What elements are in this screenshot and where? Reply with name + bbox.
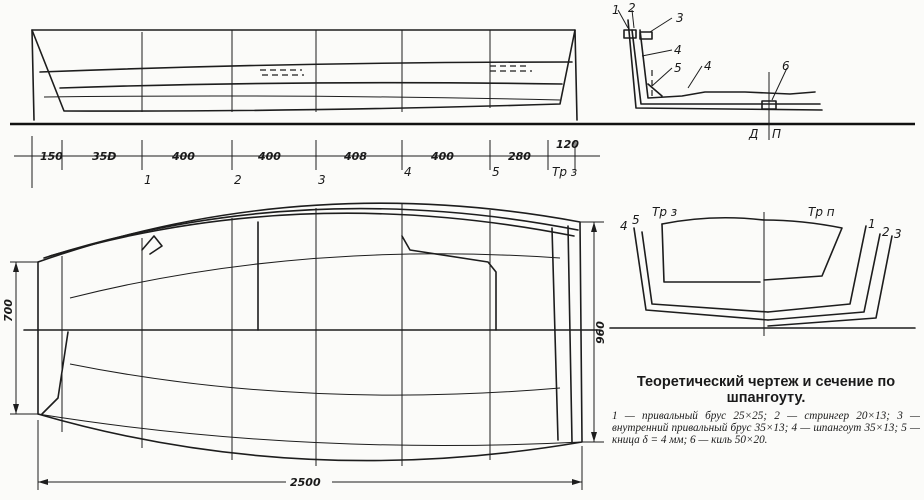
section-mark-4b: 4 (704, 59, 712, 73)
section-mark-3: 3 (676, 11, 684, 25)
body-frame-trp (763, 219, 843, 281)
waterline-2 (69, 363, 561, 396)
station-number-2: 2 (234, 173, 242, 187)
spacing-label-2: 35D (92, 150, 116, 163)
knee-plate (647, 83, 663, 97)
bottom-mark-p: П (772, 127, 781, 141)
frame-line (639, 29, 816, 99)
body-label-3: 3 (894, 227, 902, 241)
body-frame-trz (661, 223, 761, 283)
body-plan: 4 5 Тр з Тр п 1 2 3 (609, 205, 916, 336)
spacing-label-6: 400 (430, 150, 454, 163)
bow-diagonal (41, 331, 69, 415)
breasthook (141, 235, 163, 255)
spacing-label-3: 400 (171, 150, 195, 163)
body-label-trp: Тр п (808, 205, 835, 219)
thwart-outline (401, 235, 497, 331)
plan-station-lines (61, 204, 491, 466)
section-mark-6: 6 (782, 59, 790, 73)
caption: Теоретический чертеж и сечение по шпанго… (612, 374, 920, 447)
plan-view: 700 960 2500 (2, 202, 607, 490)
section-detail: 1 2 3 4 5 4 6 Д П (612, 1, 823, 141)
station-number-4: 4 (404, 165, 412, 179)
hull-profile-outline (31, 29, 576, 112)
section-mark-4: 4 (674, 43, 682, 57)
body-sheer-left (661, 216, 765, 225)
waterline-1 (69, 253, 561, 299)
station-number-3: 3 (318, 173, 326, 187)
profile-station-lines (141, 30, 491, 112)
bottom-plan-line (37, 413, 583, 446)
station-number-1: 1 (144, 173, 152, 187)
hull-plan-outline (37, 202, 583, 462)
body-frame-2 (767, 233, 881, 321)
spacing-label-7: 280 (508, 150, 531, 163)
body-frame-4 (633, 227, 769, 321)
caption-legend: 1 — привальный брус 25×25; 2 — стрингер … (612, 410, 920, 447)
spacing-label-8: 120 (556, 138, 579, 151)
bottom-mark-d: Д (748, 127, 758, 141)
spacing-label-1: 150 (40, 150, 63, 163)
body-label-5: 5 (632, 213, 640, 227)
station-dimensions: 150 35D 400 400 408 400 280 120 1 2 3 4 … (14, 136, 600, 188)
bow-post (31, 29, 35, 121)
body-label-4: 4 (620, 219, 628, 233)
sheer-line-1 (43, 207, 579, 259)
section-mark-1: 1 (612, 3, 620, 17)
station-number-5: 5 (492, 165, 500, 179)
body-frame-1 (767, 225, 867, 313)
height-dim-label: 700 (2, 299, 15, 322)
caption-title: Теоретический чертеж и сечение по шпанго… (636, 374, 896, 406)
gunwale-block (623, 29, 637, 39)
body-label-2: 2 (882, 225, 890, 239)
transom-stern-left (551, 227, 559, 441)
body-frame-3 (767, 235, 893, 327)
stern-post (574, 29, 578, 121)
section-outer-line (627, 19, 823, 111)
station-ticks (31, 136, 576, 188)
bottom-line (43, 95, 561, 101)
station-number-trz: Тр з (552, 165, 577, 179)
transom-stern-right (567, 225, 573, 443)
chine-line (39, 61, 573, 73)
body-label-1: 1 (868, 217, 876, 231)
section-inner-line (631, 29, 821, 105)
width-dim-label: 960 (594, 321, 607, 344)
body-label-trz: Тр з (652, 205, 677, 219)
length-dim-label: 2500 (290, 476, 321, 489)
keel-line (59, 81, 563, 89)
body-frame-5 (641, 231, 769, 313)
inwale-block (639, 31, 653, 40)
side-profile (31, 29, 578, 121)
section-mark-5: 5 (674, 61, 682, 75)
spacing-label-5: 408 (343, 150, 367, 163)
spacing-label-4: 400 (257, 150, 281, 163)
section-leaders (617, 9, 788, 101)
section-mark-2: 2 (628, 1, 636, 15)
sheer-line-2 (49, 212, 575, 257)
